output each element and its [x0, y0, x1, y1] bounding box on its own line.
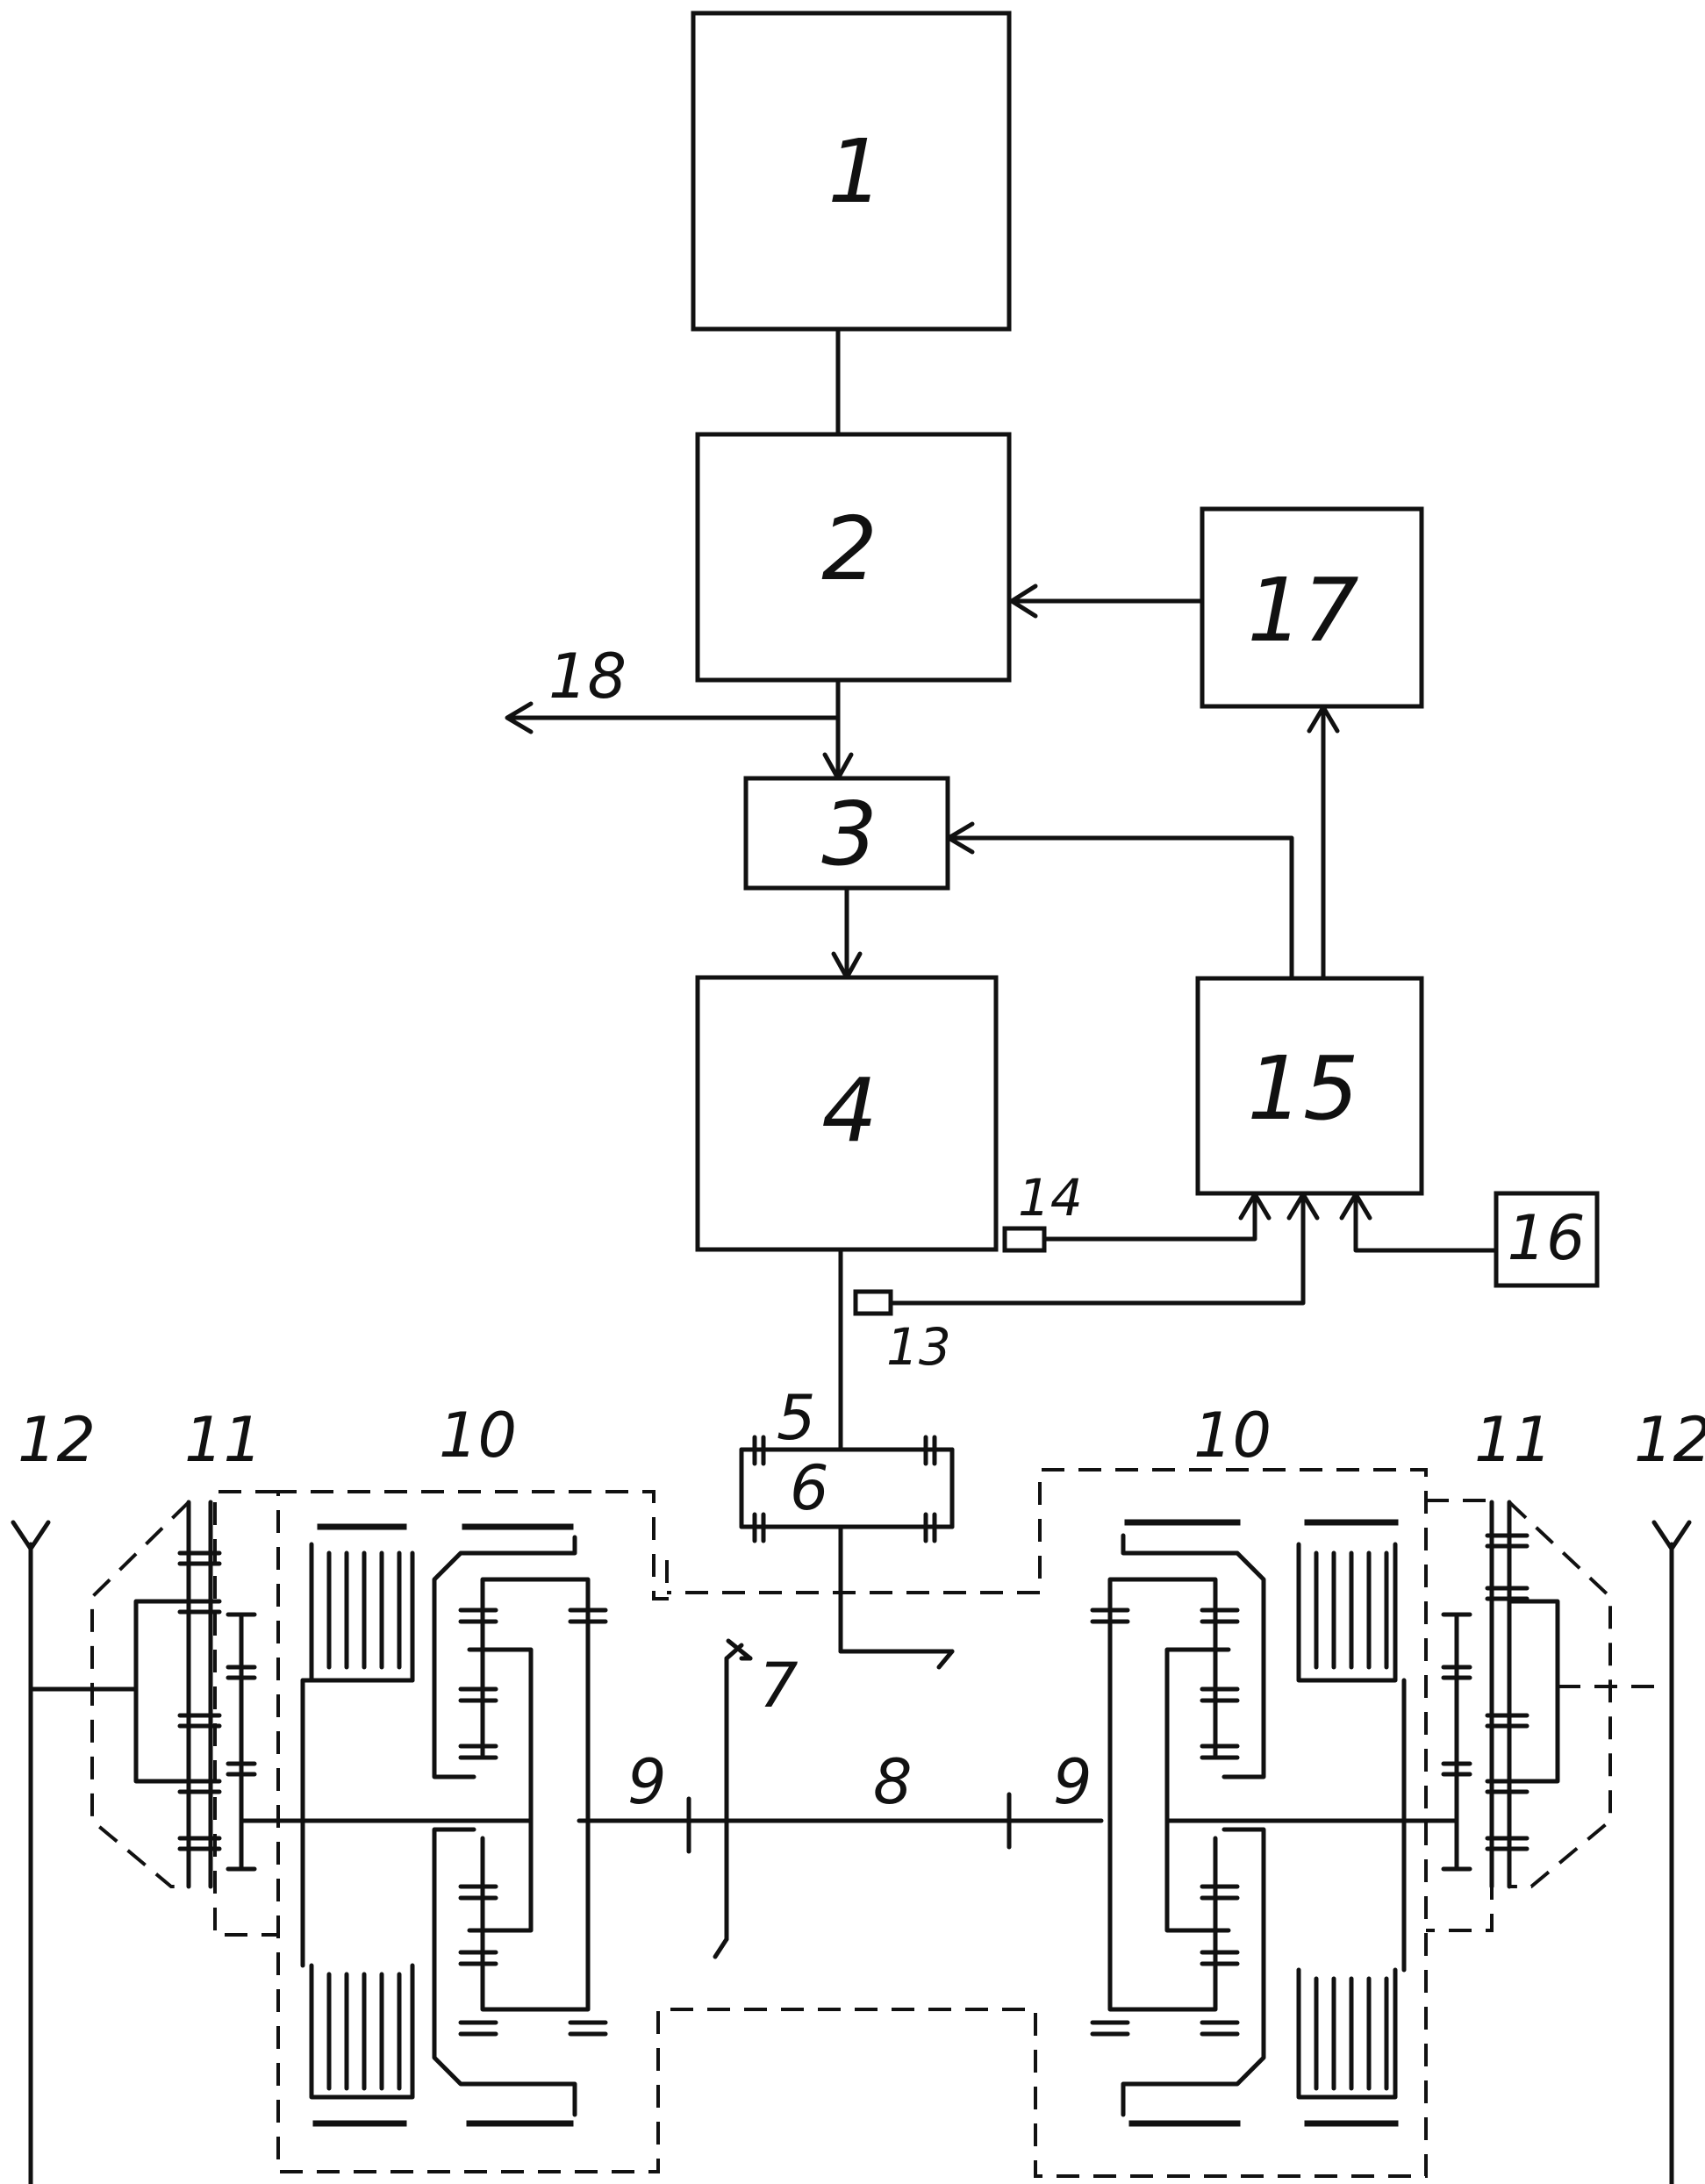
gear-5-label: 5 — [777, 1382, 816, 1454]
housing-left-11-outer — [92, 1502, 189, 1887]
wheel-12-right-label: 12 — [1634, 1404, 1705, 1476]
left-unit-10 — [303, 1527, 605, 2123]
sensor-14-label: 14 — [1018, 1168, 1083, 1228]
shaft-9-left-label: 9 — [627, 1746, 667, 1818]
block-17-label: 17 — [1247, 559, 1358, 662]
sensor-13 — [856, 1292, 891, 1314]
block-3-label: 3 — [821, 783, 878, 885]
gear-pair-5-6 — [741, 1437, 952, 1541]
link-16-15 — [1356, 1196, 1496, 1250]
wheel-12-left-label: 12 — [18, 1404, 96, 1476]
block-16-label: 16 — [1507, 1202, 1585, 1274]
unit-11-right-label: 11 — [1474, 1404, 1552, 1476]
shaft-8-label: 8 — [873, 1746, 913, 1818]
left-unit-11 — [31, 1502, 303, 1887]
shaft-9-right-label: 9 — [1053, 1746, 1092, 1818]
right-unit-11 — [1439, 1502, 1667, 1887]
right-unit-10 — [1092, 1522, 1439, 2123]
sensor-14 — [1005, 1228, 1044, 1250]
block-15-label: 15 — [1247, 1037, 1358, 1140]
unit-10-left-label: 10 — [439, 1400, 517, 1472]
sensor-13-label: 13 — [886, 1317, 951, 1377]
bevel-7-label: 7 — [759, 1650, 799, 1722]
link-15-3 — [950, 838, 1292, 978]
block-1-label: 1 — [827, 120, 884, 223]
block-2-label: 2 — [821, 498, 878, 600]
block-4-label: 4 — [821, 1059, 878, 1162]
output-18-label: 18 — [548, 641, 627, 712]
unit-11-left-label: 11 — [184, 1404, 262, 1476]
wheel-12-right — [1654, 1522, 1689, 2184]
unit-10-right-label: 10 — [1193, 1400, 1272, 1472]
bevel-gear-7 — [715, 1641, 952, 1957]
gear-6-label: 6 — [790, 1452, 829, 1524]
wheel-12-left — [13, 1522, 48, 2184]
